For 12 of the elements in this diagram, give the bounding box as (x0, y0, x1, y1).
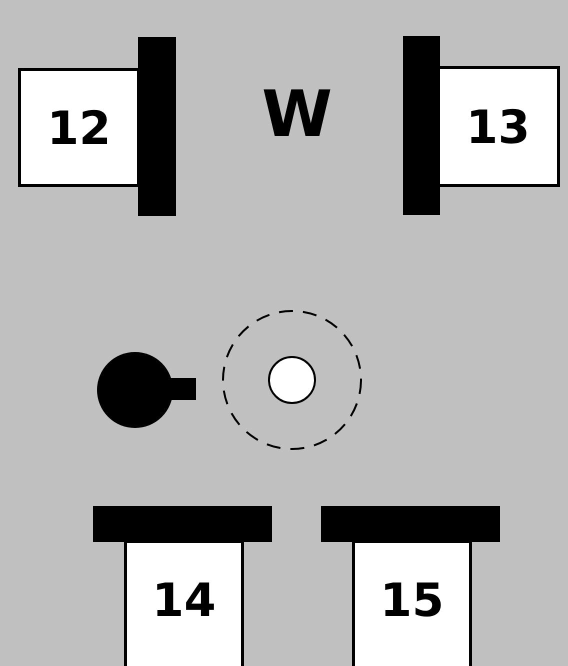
box-number: 12 (46, 104, 111, 150)
mounting-bar (93, 506, 272, 542)
numbered-box (124, 540, 244, 666)
mounting-bar (321, 506, 500, 542)
panel-letter: W (262, 83, 332, 147)
box-number: 14 (152, 577, 216, 623)
mounting-bar (403, 36, 440, 215)
numbered-box (18, 68, 140, 187)
numbered-box (352, 540, 472, 666)
box-number: 13 (466, 104, 530, 150)
mounting-bar (138, 37, 176, 216)
box-number: 15 (380, 577, 444, 623)
